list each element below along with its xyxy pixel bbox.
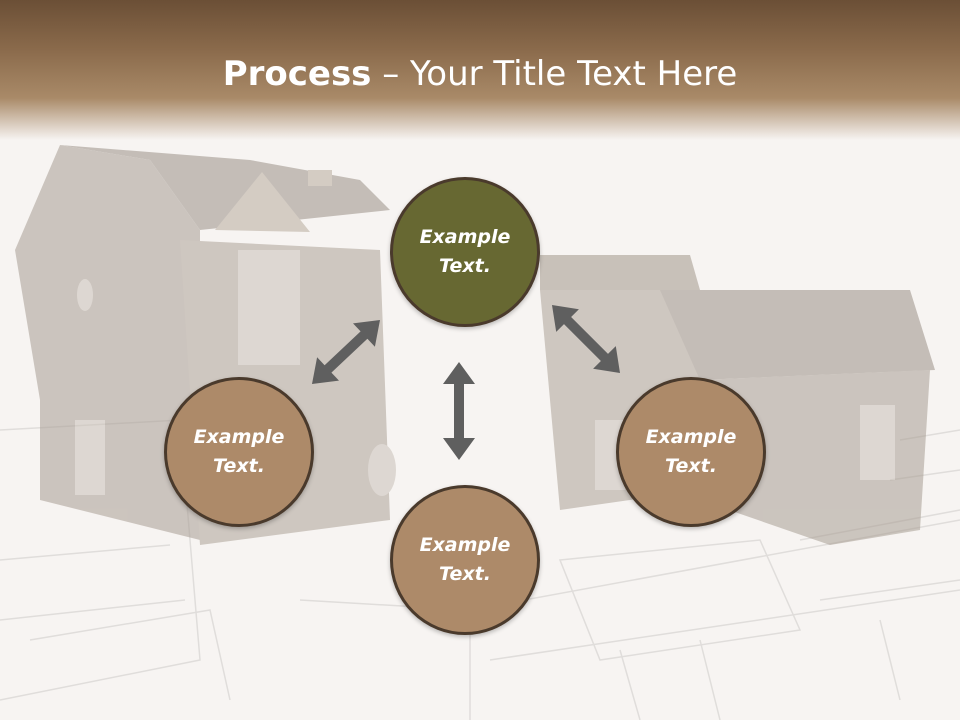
- title-rest: – Your Title Text Here: [371, 54, 738, 94]
- node-label: Example Text.: [410, 223, 520, 281]
- node-label-line1: Example: [645, 426, 737, 448]
- node-label: Example Text.: [636, 423, 746, 481]
- node-label-line2: Text.: [439, 563, 491, 585]
- process-node-bottom[interactable]: Example Text.: [390, 485, 540, 635]
- title-band: [0, 0, 960, 140]
- node-label-line1: Example: [419, 226, 511, 248]
- node-label-line2: Text.: [665, 455, 717, 477]
- node-label-line2: Text.: [439, 255, 491, 277]
- slide-title[interactable]: Process – Your Title Text Here: [0, 52, 960, 96]
- process-node-top[interactable]: Example Text.: [390, 177, 540, 327]
- node-label: Example Text.: [184, 423, 294, 481]
- node-label-line1: Example: [193, 426, 285, 448]
- process-node-right[interactable]: Example Text.: [616, 377, 766, 527]
- process-node-left[interactable]: Example Text.: [164, 377, 314, 527]
- node-label: Example Text.: [410, 531, 520, 589]
- title-bold: Process: [222, 54, 372, 94]
- node-label-line2: Text.: [213, 455, 265, 477]
- node-label-line1: Example: [419, 534, 511, 556]
